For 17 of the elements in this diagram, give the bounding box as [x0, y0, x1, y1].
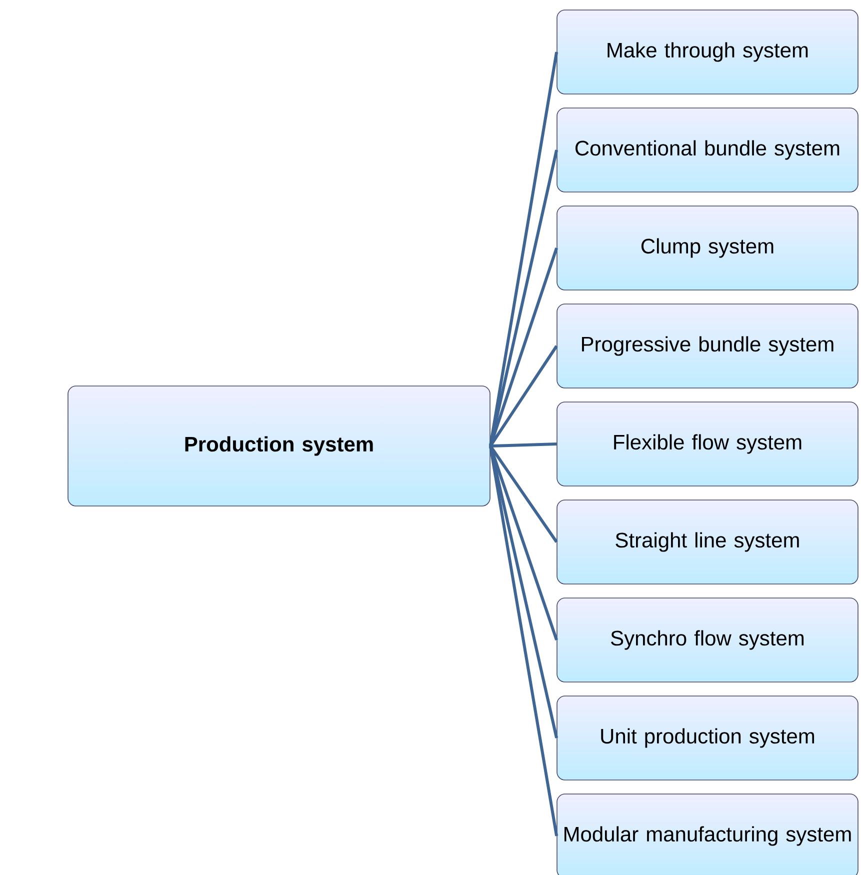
category-box: Clump system	[556, 206, 858, 290]
connector-line	[488, 446, 558, 836]
connector-line	[490, 442, 557, 448]
category-box: Straight line system	[556, 500, 858, 584]
category-box: Synchro flow system	[556, 598, 858, 682]
category-box: Modular manufacturing system	[556, 794, 858, 875]
root-box: Production system	[68, 386, 490, 506]
connector-line	[488, 150, 558, 446]
connector-line	[488, 446, 558, 738]
category-box: Progressive bundle system	[556, 304, 858, 388]
category-box: Unit production system	[556, 696, 858, 780]
category-box: Make through system	[556, 10, 858, 94]
connector-line	[488, 446, 558, 640]
category-box: Conventional bundle system	[556, 108, 858, 192]
category-box: Flexible flow system	[556, 402, 858, 486]
connector-line	[488, 248, 558, 446]
connector-line	[488, 52, 558, 446]
